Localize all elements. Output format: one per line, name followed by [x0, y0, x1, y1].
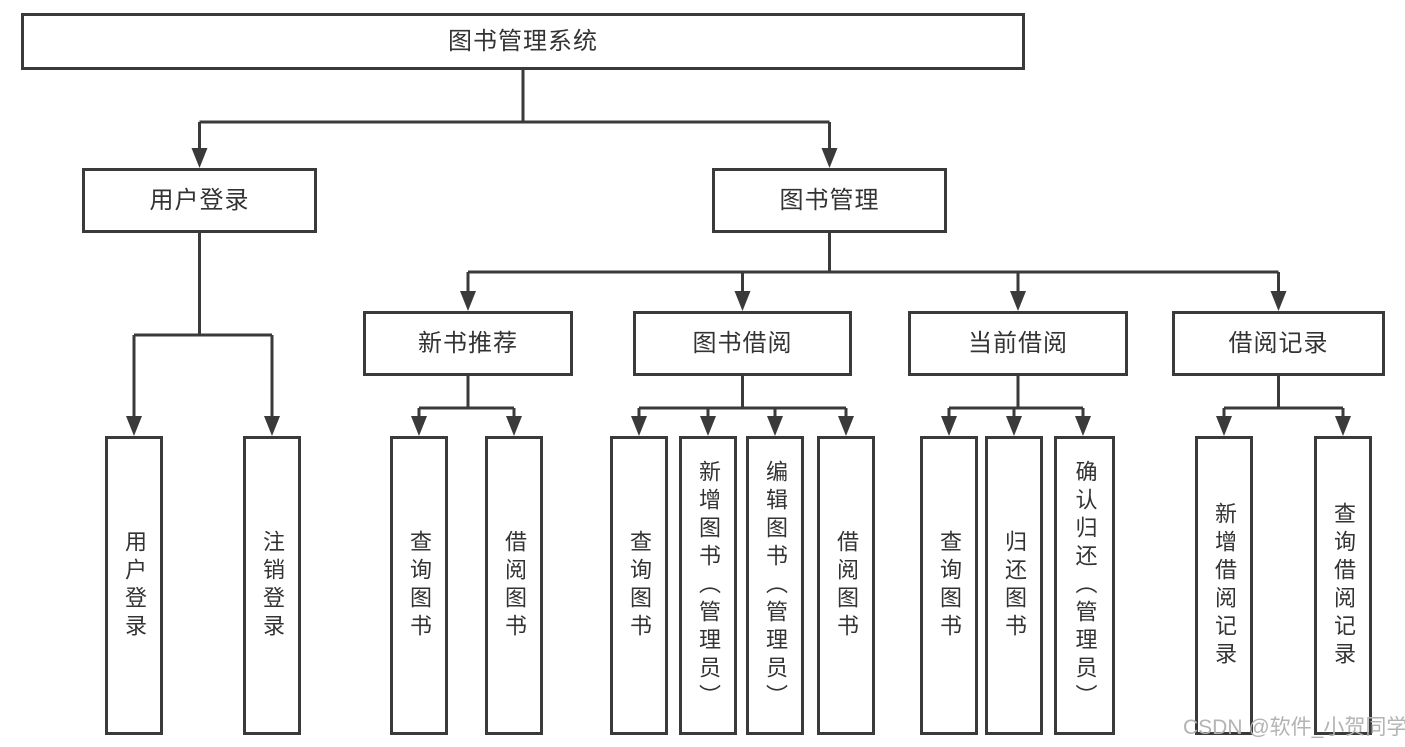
arrow-down-icon: [460, 291, 476, 311]
leaf-label: 借阅图书: [834, 529, 859, 642]
arrow-down-icon: [1010, 291, 1026, 311]
csdn-watermark: CSDN @软件_小贺同学: [1183, 716, 1405, 739]
connector-current-borrow-to-children: [941, 376, 1091, 436]
arrow-down-icon: [411, 416, 427, 436]
arrow-down-icon: [1006, 416, 1022, 436]
node-book-borrow: 图书借阅: [633, 311, 852, 376]
leaf-label: 确认归还（管理员）: [1072, 459, 1098, 712]
leaf-label: 借阅图书: [502, 529, 527, 642]
leaf-query-book-2: 查询图书: [610, 436, 668, 735]
leaf-query-borrow-record: 查询借阅记录: [1314, 436, 1372, 735]
leaf-query-book-3: 查询图书: [920, 436, 978, 735]
leaf-confirm-return-admin: 确认归还（管理员）: [1054, 436, 1115, 735]
leaf-add-book-admin: 新增图书（管理员）: [679, 436, 737, 735]
leaf-borrow-book-1: 借阅图书: [485, 436, 543, 735]
leaf-return-book: 归还图书: [985, 436, 1043, 735]
arrow-down-icon: [264, 416, 280, 436]
arrow-down-icon: [1335, 416, 1351, 436]
leaf-logout: 注销登录: [243, 436, 301, 735]
leaf-edit-book-admin: 编辑图书（管理员）: [746, 436, 804, 735]
connector-book-borrow-to-children: [631, 376, 854, 436]
arrow-down-icon: [821, 148, 838, 168]
leaf-label: 新增图书（管理员）: [696, 459, 721, 712]
leaf-label: 查询图书: [407, 529, 432, 642]
leaf-label: 编辑图书（管理员）: [763, 459, 788, 712]
arrow-down-icon: [631, 416, 647, 436]
arrow-down-icon: [1216, 416, 1232, 436]
connector-book-management-to-level3: [460, 233, 1287, 311]
arrow-down-icon: [838, 416, 854, 436]
node-new-book-recommend: 新书推荐: [363, 311, 573, 376]
leaf-label: 查询图书: [937, 529, 962, 642]
leaf-user-login: 用户登录: [105, 436, 163, 735]
connector-user-login-to-children: [126, 233, 280, 436]
leaf-label: 查询借阅记录: [1331, 501, 1356, 670]
arrow-down-icon: [191, 148, 208, 168]
arrow-down-icon: [126, 416, 142, 436]
node-current-borrow: 当前借阅: [908, 311, 1128, 376]
arrow-down-icon: [700, 416, 716, 436]
leaf-label: 注销登录: [260, 529, 285, 642]
connector-borrow-records-to-children: [1216, 376, 1351, 436]
leaf-label: 查询图书: [627, 529, 652, 642]
arrow-down-icon: [767, 416, 783, 436]
leaf-label: 新增借阅记录: [1212, 501, 1237, 670]
leaf-label: 用户登录: [122, 529, 147, 642]
node-borrow-records: 借阅记录: [1172, 311, 1385, 376]
node-user-login: 用户登录: [82, 168, 317, 233]
leaf-add-borrow-record: 新增借阅记录: [1195, 436, 1253, 735]
leaf-borrow-book-2: 借阅图书: [817, 436, 875, 735]
arrow-down-icon: [1075, 416, 1091, 436]
arrow-down-icon: [941, 416, 957, 436]
leaf-label: 归还图书: [1002, 529, 1027, 642]
arrow-down-icon: [734, 291, 751, 311]
connector-new-book-rec-to-children: [411, 376, 522, 436]
arrow-down-icon: [1270, 291, 1287, 311]
arrow-down-icon: [506, 416, 522, 436]
connector-root-to-level2: [191, 70, 838, 168]
leaf-query-book-1: 查询图书: [390, 436, 448, 735]
node-book-management: 图书管理: [712, 168, 947, 233]
node-root-library-system: 图书管理系统: [21, 13, 1025, 70]
